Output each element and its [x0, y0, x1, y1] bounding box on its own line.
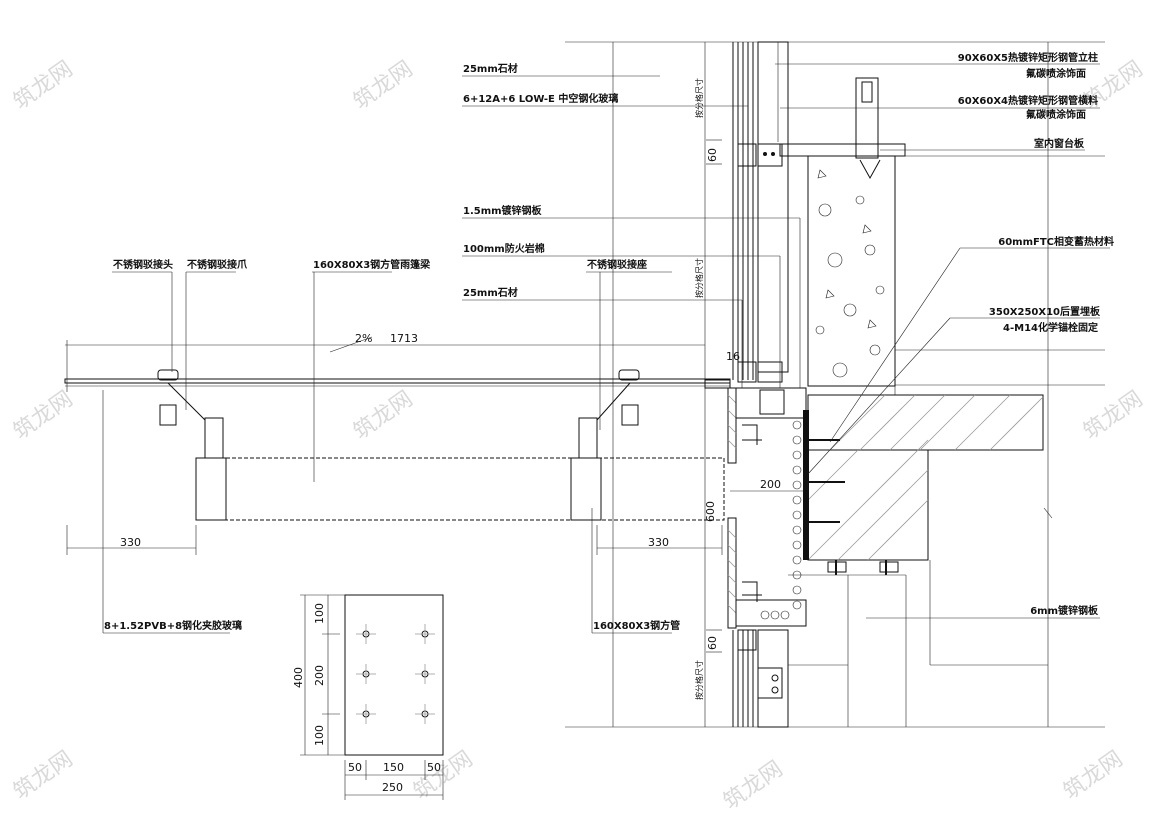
concrete-aggregate [815, 169, 885, 378]
label-canopy-beam: 160X80X3钢方管雨篷梁 [313, 258, 431, 271]
dim-span: 1713 [390, 332, 418, 345]
dim-plate-150: 150 [383, 761, 404, 774]
dim-200: 200 [760, 478, 781, 491]
dim-16: 16 [726, 350, 740, 363]
canopy [64, 369, 731, 521]
slab-hatch [807, 394, 1044, 561]
leader-lines [102, 63, 1110, 634]
dim-plate-200: 200 [313, 665, 326, 686]
dim-60-top: 60 [706, 148, 719, 162]
dim-600: 600 [704, 501, 717, 522]
label-column-2: 氟碳喷涂饰面 [1026, 67, 1086, 80]
dim-slope: 2% [355, 332, 372, 345]
dimension-texts: 2% 1713 330 330 200 600 60 60 16 400 100… [120, 148, 781, 794]
dim-plate-50-left: 50 [348, 761, 362, 774]
dim-plate-width: 250 [382, 781, 403, 794]
label-steel-tube: 160X80X3钢方管 [593, 619, 680, 632]
label-embed-plate-1: 350X250X10后置埋板 [989, 305, 1101, 318]
label-vertical-note-bottom: 按分格尺寸 [694, 660, 704, 700]
ftc-insulation [760, 420, 802, 620]
watermark: 筑龙网 [1059, 747, 1127, 805]
facade-structure [565, 41, 1105, 728]
label-transom-2: 氟碳喷涂饰面 [1026, 108, 1086, 121]
label-insulated-glass: 6+12A+6 LOW-E 中空钢化玻璃 [463, 92, 618, 105]
label-galvanized-plate-6: 6mm镀锌钢板 [1030, 604, 1099, 617]
label-stone-25-top: 25mm石材 [463, 62, 518, 75]
watermark: 筑龙网 [349, 387, 417, 445]
label-sill: 室内窗台板 [1034, 137, 1085, 150]
label-ss-joint-head: 不锈钢驳接头 [113, 258, 173, 271]
watermark: 筑龙网 [9, 57, 77, 115]
label-vertical-note-mid: 按分格尺寸 [694, 258, 704, 298]
label-galvanized-plate-15: 1.5mm镀锌钢板 [463, 204, 543, 217]
label-transom-1: 60X60X4热镀锌矩形钢管横料 [958, 94, 1098, 107]
embedded-plate-detail [300, 594, 444, 800]
watermark: 筑龙网 [1079, 387, 1147, 445]
label-rock-wool: 100mm防火岩棉 [463, 242, 545, 255]
label-embed-plate-2: 4-M14化学锚栓固定 [1003, 321, 1098, 334]
label-ftc: 60mmFTC相变蓄热材料 [998, 235, 1114, 248]
label-column-1: 90X60X5热镀锌矩形钢管立柱 [958, 51, 1098, 64]
label-ss-claw: 不锈钢驳接爪 [187, 258, 248, 271]
dim-plate-100-bottom: 100 [313, 725, 326, 746]
embedded-plate [803, 410, 809, 560]
label-vertical-note-top: 按分格尺寸 [694, 78, 704, 118]
label-ss-seat: 不锈钢驳接座 [587, 258, 647, 271]
watermark-group: 筑龙网 筑龙网 筑龙网 筑龙网 筑龙网 筑龙网 筑龙网 筑龙网 筑龙网 筑龙网 [9, 57, 1147, 815]
watermark: 筑龙网 [349, 57, 417, 115]
dim-plate-100-top: 100 [313, 603, 326, 624]
annotation-labels: 25mm石材 6+12A+6 LOW-E 中空钢化玻璃 1.5mm镀锌钢板 10… [104, 51, 1114, 700]
dim-plate-50-right: 50 [427, 761, 441, 774]
label-laminated-glass: 8+1.52PVB+8钢化夹胶玻璃 [104, 619, 242, 632]
dim-60-bottom: 60 [706, 636, 719, 650]
watermark: 筑龙网 [9, 387, 77, 445]
dimension-lines [65, 139, 805, 653]
dim-330-right: 330 [648, 536, 669, 549]
watermark: 筑龙网 [9, 747, 77, 805]
dim-plate-height: 400 [292, 667, 305, 688]
watermark: 筑龙网 [719, 757, 787, 815]
dim-330-left: 330 [120, 536, 141, 549]
label-stone-25-mid: 25mm石材 [463, 286, 518, 299]
